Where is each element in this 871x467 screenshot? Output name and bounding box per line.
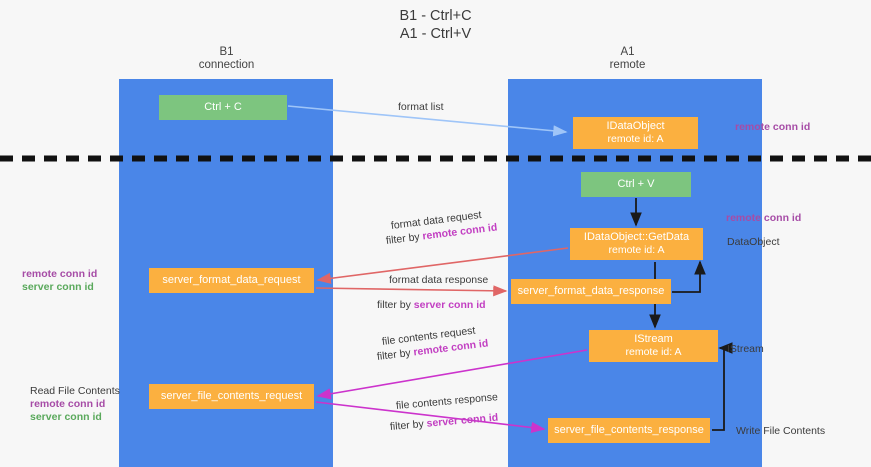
annotation-remote-conn-id: remote conn id	[30, 398, 106, 410]
edge-format-data-response	[315, 285, 508, 297]
annotation-server-conn-id: server conn id	[22, 281, 94, 293]
node-istream-label: IStream	[634, 332, 673, 345]
filter-prefix: filter by	[376, 346, 415, 363]
node-server-file-contents-response[interactable]: server_file_contents_response	[548, 418, 710, 443]
filter-prefix: filter by	[385, 230, 424, 247]
annotation-text: remote conn id	[735, 121, 811, 133]
node-sfdreq-label: server_format_data_request	[162, 273, 301, 286]
title-line-2: A1 - Ctrl+V	[399, 26, 472, 42]
node-server-format-data-request[interactable]: server_format_data_request	[149, 268, 314, 293]
lane-a1-role: remote	[609, 59, 646, 71]
node-idataobject-sub: remote id: A	[607, 133, 664, 145]
node-idataobject-label: IDataObject	[606, 119, 665, 132]
edge-label-file-contents-response: file contents response	[395, 391, 499, 412]
title-line-1: B1 - Ctrl+C	[399, 8, 472, 24]
annotation-text: remote conn id	[726, 212, 802, 224]
edge-label-format-data-response: format data response	[389, 274, 489, 286]
annotation-read-file-contents-group: Read File Contents remote conn id server…	[30, 385, 120, 424]
annotation-conn-ids-mid: remote conn id server conn id	[22, 268, 97, 294]
edge-label-format-data-response-filter: filter by server conn id	[377, 299, 486, 311]
node-idataobject-getdata[interactable]: IDataObject::GetData remote id: A	[570, 228, 703, 260]
annotation-remote-conn-id-mid: remote conn id	[726, 212, 801, 225]
lane-header-b1: B1 connection	[159, 46, 294, 72]
annotation-server-conn-id: server conn id	[30, 411, 102, 423]
node-sfcreq-label: server_file_contents_request	[160, 389, 303, 402]
filter-key: server conn id	[413, 299, 486, 311]
node-ctrl-v[interactable]: Ctrl + V	[581, 172, 691, 197]
node-sfcres-label: server_file_contents_response	[554, 423, 704, 436]
node-server-file-contents-request[interactable]: server_file_contents_request	[149, 384, 314, 409]
lane-header-a1: A1 remote	[560, 46, 695, 72]
node-sfdres-label: server_format_data_response	[517, 284, 665, 297]
node-ctrl-v-label: Ctrl + V	[617, 177, 655, 190]
edge-label-file-contents-response-filter: filter by server conn id	[389, 412, 498, 433]
node-istream[interactable]: IStream remote id: A	[589, 330, 718, 362]
edge-label-format-list: format list	[398, 101, 444, 113]
annotation-remote-conn-id: remote conn id	[22, 268, 98, 280]
page-title: B1 - Ctrl+C A1 - Ctrl+V	[0, 7, 871, 43]
sidelabel-write-file-contents: Write File Contents	[736, 425, 826, 437]
node-ctrl-c[interactable]: Ctrl + C	[159, 95, 287, 120]
filter-prefix: filter by	[389, 417, 428, 433]
sidelabel-istream: IStream	[727, 343, 764, 355]
node-getdata-label: IDataObject::GetData	[583, 230, 690, 243]
node-idataobject[interactable]: IDataObject remote id: A	[573, 117, 698, 149]
node-getdata-sub: remote id: A	[608, 244, 665, 256]
lane-b1-role: connection	[198, 59, 255, 71]
node-server-format-data-response[interactable]: server_format_data_response	[511, 279, 671, 304]
annotation-read-file-contents: Read File Contents	[30, 385, 120, 397]
lane-a1-name: A1	[620, 46, 635, 58]
filter-key: server conn id	[426, 411, 499, 430]
sidelabel-data-object: DataObject	[727, 236, 780, 248]
node-ctrl-c-label: Ctrl + C	[204, 100, 242, 113]
filter-prefix: filter by	[377, 299, 414, 311]
node-istream-sub: remote id: A	[625, 346, 682, 358]
lane-b1-name: B1	[219, 46, 234, 58]
annotation-remote-conn-id-top: remote conn id	[735, 121, 810, 134]
